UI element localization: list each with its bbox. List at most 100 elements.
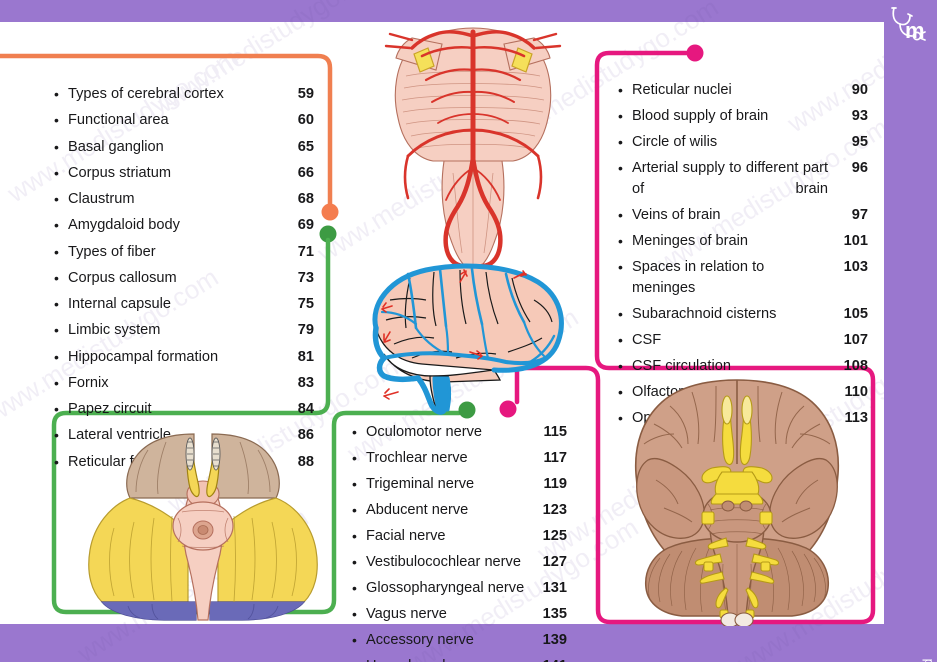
frontal-lobe-right: [211, 433, 280, 499]
toc-entry-title: Accessory nerve: [366, 632, 474, 649]
toc-entry-title: Circle of wilis: [632, 134, 718, 151]
toc-entry-title: Papez circuit: [68, 401, 152, 417]
green-connector-dot-top: [319, 225, 337, 243]
toc-entry-page: 135: [542, 606, 567, 623]
toc-entry[interactable]: •Arterial supply to different part of br…: [618, 158, 868, 200]
logo-letter: m: [905, 18, 925, 43]
cn-left-mid: [694, 553, 723, 566]
toc-entry-title: Hypoglossal nerve: [366, 656, 535, 662]
toc-entry-title: Vagus nerve: [366, 606, 447, 623]
toc-entry-title: Lateral ventricle: [68, 427, 172, 444]
bullet-icon: •: [54, 322, 59, 339]
pink-connector-dot-top: [686, 44, 704, 62]
brainstem-arterial-supply-illustration: [378, 18, 568, 283]
toc-entry-page: 83: [297, 374, 314, 391]
olfactory-bulb-right: [741, 395, 753, 425]
toc-entry[interactable]: • Amygdaloid body 69: [54, 215, 314, 236]
toc-entry-page: 73: [297, 269, 314, 286]
toc-entry-title: Trochlear nerve: [366, 450, 468, 467]
toc-entry-page: 115: [543, 424, 567, 440]
green-connector-dot-bottom: [458, 401, 476, 419]
bullet-icon: •: [618, 233, 623, 250]
bullet-icon: •: [352, 450, 357, 467]
toc-entry-page: 101: [843, 233, 868, 250]
cn-left-lower: [699, 571, 725, 584]
bullet-icon: •: [54, 164, 59, 181]
toc-entry[interactable]: • Trochlear nerve 117: [352, 448, 567, 469]
orange-connector-line: [0, 53, 333, 209]
toc-entry-page: 103: [843, 259, 868, 276]
bullet-icon: •: [54, 401, 59, 417]
toc-entry[interactable]: •Hypoglossal nerve141: [352, 656, 567, 662]
toc-entry-title: Functional area: [68, 112, 169, 129]
toc-entry-page: 86: [297, 427, 314, 444]
toc-entry-page: 69: [297, 217, 314, 234]
bullet-icon: •: [352, 580, 357, 597]
pink-connector-dot-bottom: [499, 400, 517, 418]
bullet-icon: •: [618, 410, 623, 427]
bullet-icon: •: [54, 86, 59, 102]
temporal-lobe-right: [217, 497, 318, 603]
toc-entry-page: 59: [297, 86, 314, 102]
bullet-icon: •: [352, 632, 357, 649]
cn-tab-left: [701, 511, 715, 525]
toc-entry-title: Vestibulocochlear nerve: [366, 554, 521, 571]
toc-entry-page: 107: [843, 332, 868, 349]
inferior-brain-lobes-illustration: [78, 432, 328, 622]
toc-entry-title: Oculomotor nerve: [366, 424, 482, 440]
toc-entry-title: Amygdaloid body: [68, 217, 180, 234]
inferior-brain-cranial-nerves-illustration: [608, 376, 866, 628]
pink-connector-frame: [514, 50, 876, 625]
toc-entry-page: 117: [543, 450, 567, 467]
bullet-icon: •: [54, 243, 59, 260]
bullet-icon: •: [352, 476, 357, 493]
toc-entry-title: Types of fiber: [68, 243, 156, 260]
orange-connector-dot: [321, 203, 339, 221]
bullet-icon: •: [352, 554, 357, 571]
bullet-icon: •: [618, 259, 623, 276]
bullet-icon: •: [618, 108, 623, 125]
bullet-icon: •: [618, 160, 623, 177]
toc-entry-title: Internal capsule: [68, 296, 172, 312]
toc-entry-title: Corpus callosum: [68, 269, 177, 286]
bullet-icon: •: [54, 112, 59, 129]
toc-entry-page: 110: [844, 384, 868, 401]
cn-tab-right-2: [760, 561, 771, 572]
bullet-icon: •: [54, 217, 59, 234]
toc-entry-title: Glossopharyngeal nerve: [366, 580, 525, 597]
